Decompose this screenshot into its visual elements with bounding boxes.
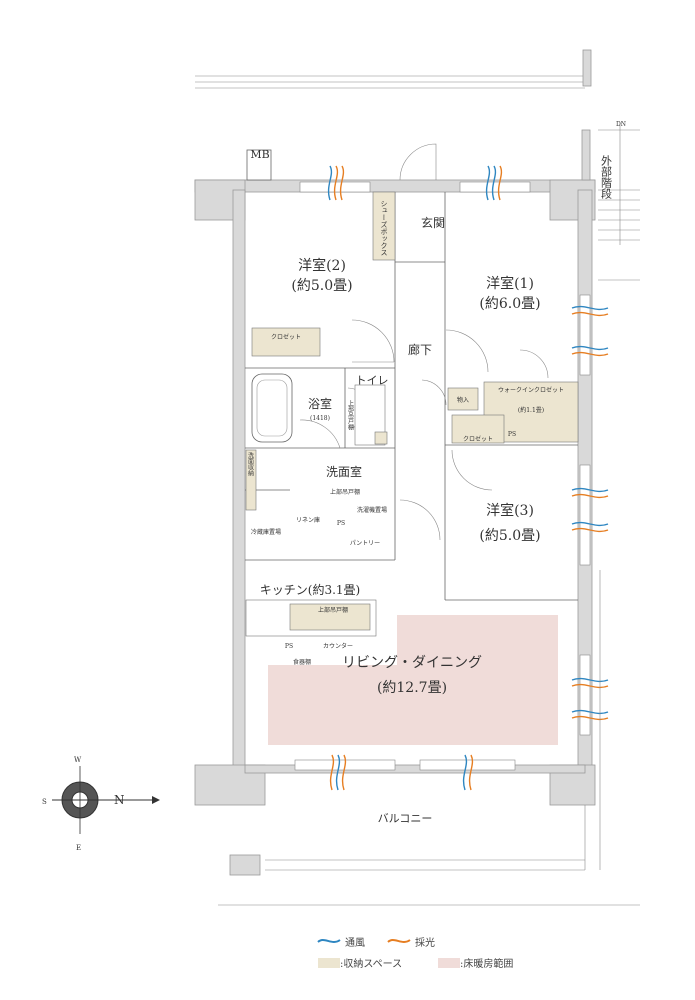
linen-label: リネン庫 bbox=[296, 516, 320, 524]
toilet-upper-cabinet-label: 上部吊戸棚 bbox=[347, 399, 354, 431]
living-dining-name: リビング・ダイニング bbox=[342, 655, 482, 671]
fridge-label: 冷蔵庫置場 bbox=[251, 528, 281, 536]
kitchen-upper-cabinet bbox=[289, 603, 371, 631]
compass-s: S bbox=[42, 798, 47, 806]
shoes-box-label: シューズボックス bbox=[380, 200, 388, 256]
legend: 通風 採光 :収納スペース :床暖房範囲 bbox=[317, 936, 513, 970]
walkin-closet-label: ウォークインクロゼット bbox=[498, 386, 564, 394]
toilet-storage bbox=[374, 431, 388, 445]
western-room-2-name: 洋室(2) bbox=[298, 257, 346, 274]
storage-areas bbox=[245, 191, 579, 637]
closet-3 bbox=[451, 414, 505, 444]
legend-storage-swatch bbox=[318, 958, 340, 968]
shoes-box bbox=[372, 191, 396, 261]
ps-label-wash: PS bbox=[337, 520, 345, 527]
bathtub-inner bbox=[256, 379, 288, 437]
mb-label: MB bbox=[250, 148, 269, 161]
entrance-label: 玄関 bbox=[421, 215, 445, 230]
compass-n: N bbox=[114, 793, 125, 807]
counter-label: カウンター bbox=[323, 642, 353, 650]
legend-storage: :収納スペース bbox=[340, 957, 402, 970]
wash-storage bbox=[245, 449, 257, 511]
walkin-closet-size: (約1.1畳) bbox=[518, 406, 544, 414]
doors bbox=[299, 143, 549, 541]
toilet-label: トイレ bbox=[356, 374, 389, 387]
top-corridor-rail bbox=[195, 49, 592, 89]
legend-ventilation-swatch bbox=[317, 939, 341, 943]
dn-label: DN bbox=[616, 121, 626, 128]
western-room-2-size: (約5.0畳) bbox=[291, 278, 352, 294]
washroom-upper-cabinet-label: 上部吊戸棚 bbox=[330, 488, 360, 496]
closet-2 bbox=[251, 327, 321, 357]
legend-heating-swatch bbox=[438, 958, 460, 968]
storage-label: 物入 bbox=[457, 396, 469, 404]
compass: S N W E bbox=[42, 756, 160, 852]
external-stairs bbox=[598, 125, 640, 281]
cupboard-label: 食器棚 bbox=[293, 658, 311, 666]
closet-2-label: クロゼット bbox=[271, 333, 301, 341]
bath-size: (1418) bbox=[310, 415, 330, 422]
compass-e: E bbox=[76, 844, 81, 852]
storage-cabinet bbox=[447, 387, 479, 411]
pantry-label: パントリー bbox=[350, 540, 380, 547]
legend-ventilation: 通風 bbox=[345, 937, 365, 949]
balcony-label: バルコニー bbox=[378, 812, 433, 825]
kitchen-label: キッチン(約3.1畳) bbox=[260, 582, 360, 597]
washer-label: 洗濯機置場 bbox=[357, 506, 387, 514]
legend-heating: :床暖房範囲 bbox=[460, 957, 513, 970]
living-dining-size: (約12.7畳) bbox=[377, 680, 447, 696]
western-room-1-size: (約6.0畳) bbox=[479, 296, 540, 312]
wash-storage-label: 洗面収納 bbox=[247, 451, 254, 477]
ventilation-marks bbox=[327, 165, 609, 791]
western-room-3-size: (約5.0畳) bbox=[479, 528, 540, 544]
ps-label-kitchen: PS bbox=[285, 643, 293, 650]
ps-label-hall: PS bbox=[508, 431, 516, 438]
washroom-label: 洗面室 bbox=[326, 464, 362, 479]
closet-3-label: クロゼット bbox=[463, 435, 493, 443]
bath-label: 浴室 bbox=[308, 396, 332, 411]
legend-daylight: 採光 bbox=[415, 936, 435, 949]
balcony-area bbox=[218, 570, 640, 906]
western-room-1-name: 洋室(1) bbox=[486, 275, 534, 292]
external-stairs-label: 外部階段 bbox=[600, 155, 613, 200]
compass-w: W bbox=[74, 756, 82, 764]
legend-daylight-swatch bbox=[387, 939, 411, 943]
western-room-3-name: 洋室(3) bbox=[486, 502, 534, 519]
bathtub bbox=[251, 373, 293, 443]
floor-heating-area bbox=[268, 615, 558, 745]
kitchen-upper-cabinet-label: 上部吊戸棚 bbox=[318, 606, 348, 614]
hallway-label: 廊下 bbox=[408, 342, 432, 357]
